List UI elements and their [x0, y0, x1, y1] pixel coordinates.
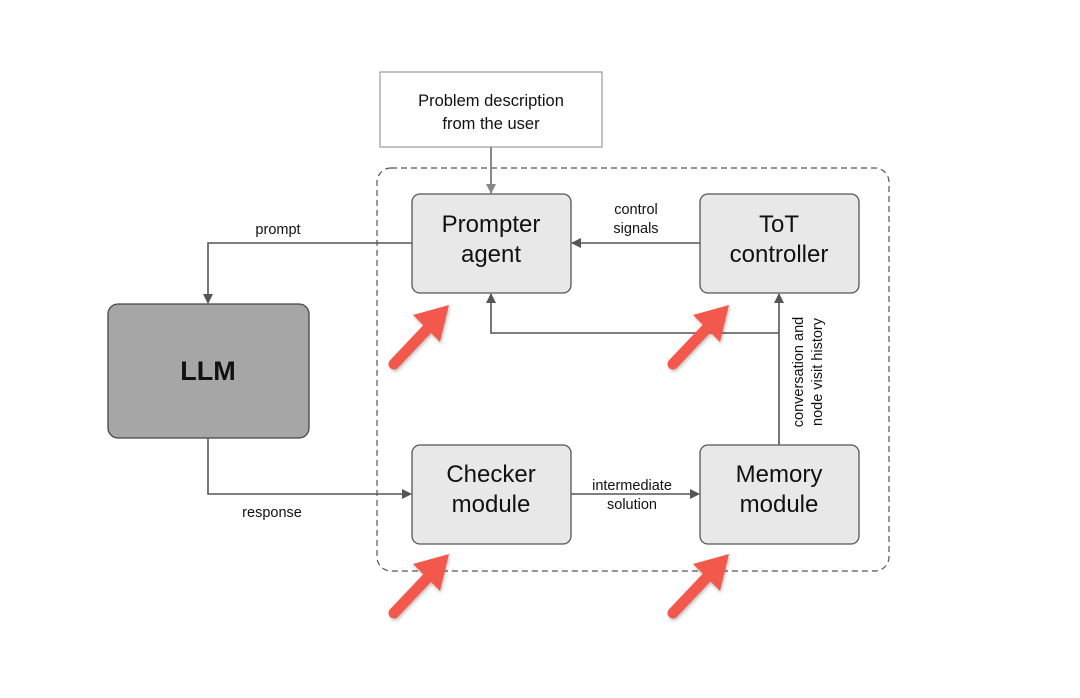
problem-line-2: from the user [442, 115, 540, 133]
intermediate-solution-line-2: solution [607, 497, 657, 513]
tot-line-1: ToT [759, 211, 799, 238]
history-label: conversation and node visit history [791, 317, 826, 427]
tot-line-2: controller [730, 241, 829, 268]
memory-module-node: Memory module [699, 444, 860, 545]
checker-module-node: Checker module [411, 444, 572, 545]
response-label: response [242, 505, 302, 521]
system-boundary [376, 167, 890, 572]
prompter-line-1: Prompter [442, 211, 541, 238]
edge-prompt [203, 242, 412, 304]
checker-line-2: module [452, 491, 531, 518]
highlight-arrow-memory [667, 554, 729, 619]
problem-description-node: Problem description from the user [379, 71, 603, 148]
prompter-line-2: agent [461, 241, 521, 268]
history-line-1: conversation and [791, 317, 807, 427]
prompt-label: prompt [255, 222, 300, 238]
problem-line-1: Problem description [418, 92, 564, 110]
memory-line-2: module [740, 491, 819, 518]
llm-node: LLM [107, 303, 310, 439]
highlight-arrow-checker [388, 554, 449, 619]
edge-response [207, 438, 412, 499]
checker-line-1: Checker [446, 461, 535, 488]
edge-memory-to-prompter [486, 293, 779, 334]
tot-controller-node: ToT controller [699, 193, 860, 294]
intermediate-solution-line-1: intermediate [592, 478, 672, 494]
llm-label: LLM [180, 356, 235, 386]
highlight-arrow-tot [667, 305, 729, 370]
prompter-agent-node: Prompter agent [411, 193, 572, 294]
highlight-arrow-prompter [388, 305, 449, 370]
control-signals-line-2: signals [613, 221, 658, 237]
history-line-2: node visit history [810, 317, 826, 426]
memory-line-1: Memory [736, 461, 823, 488]
control-signals-line-1: control [614, 202, 658, 218]
